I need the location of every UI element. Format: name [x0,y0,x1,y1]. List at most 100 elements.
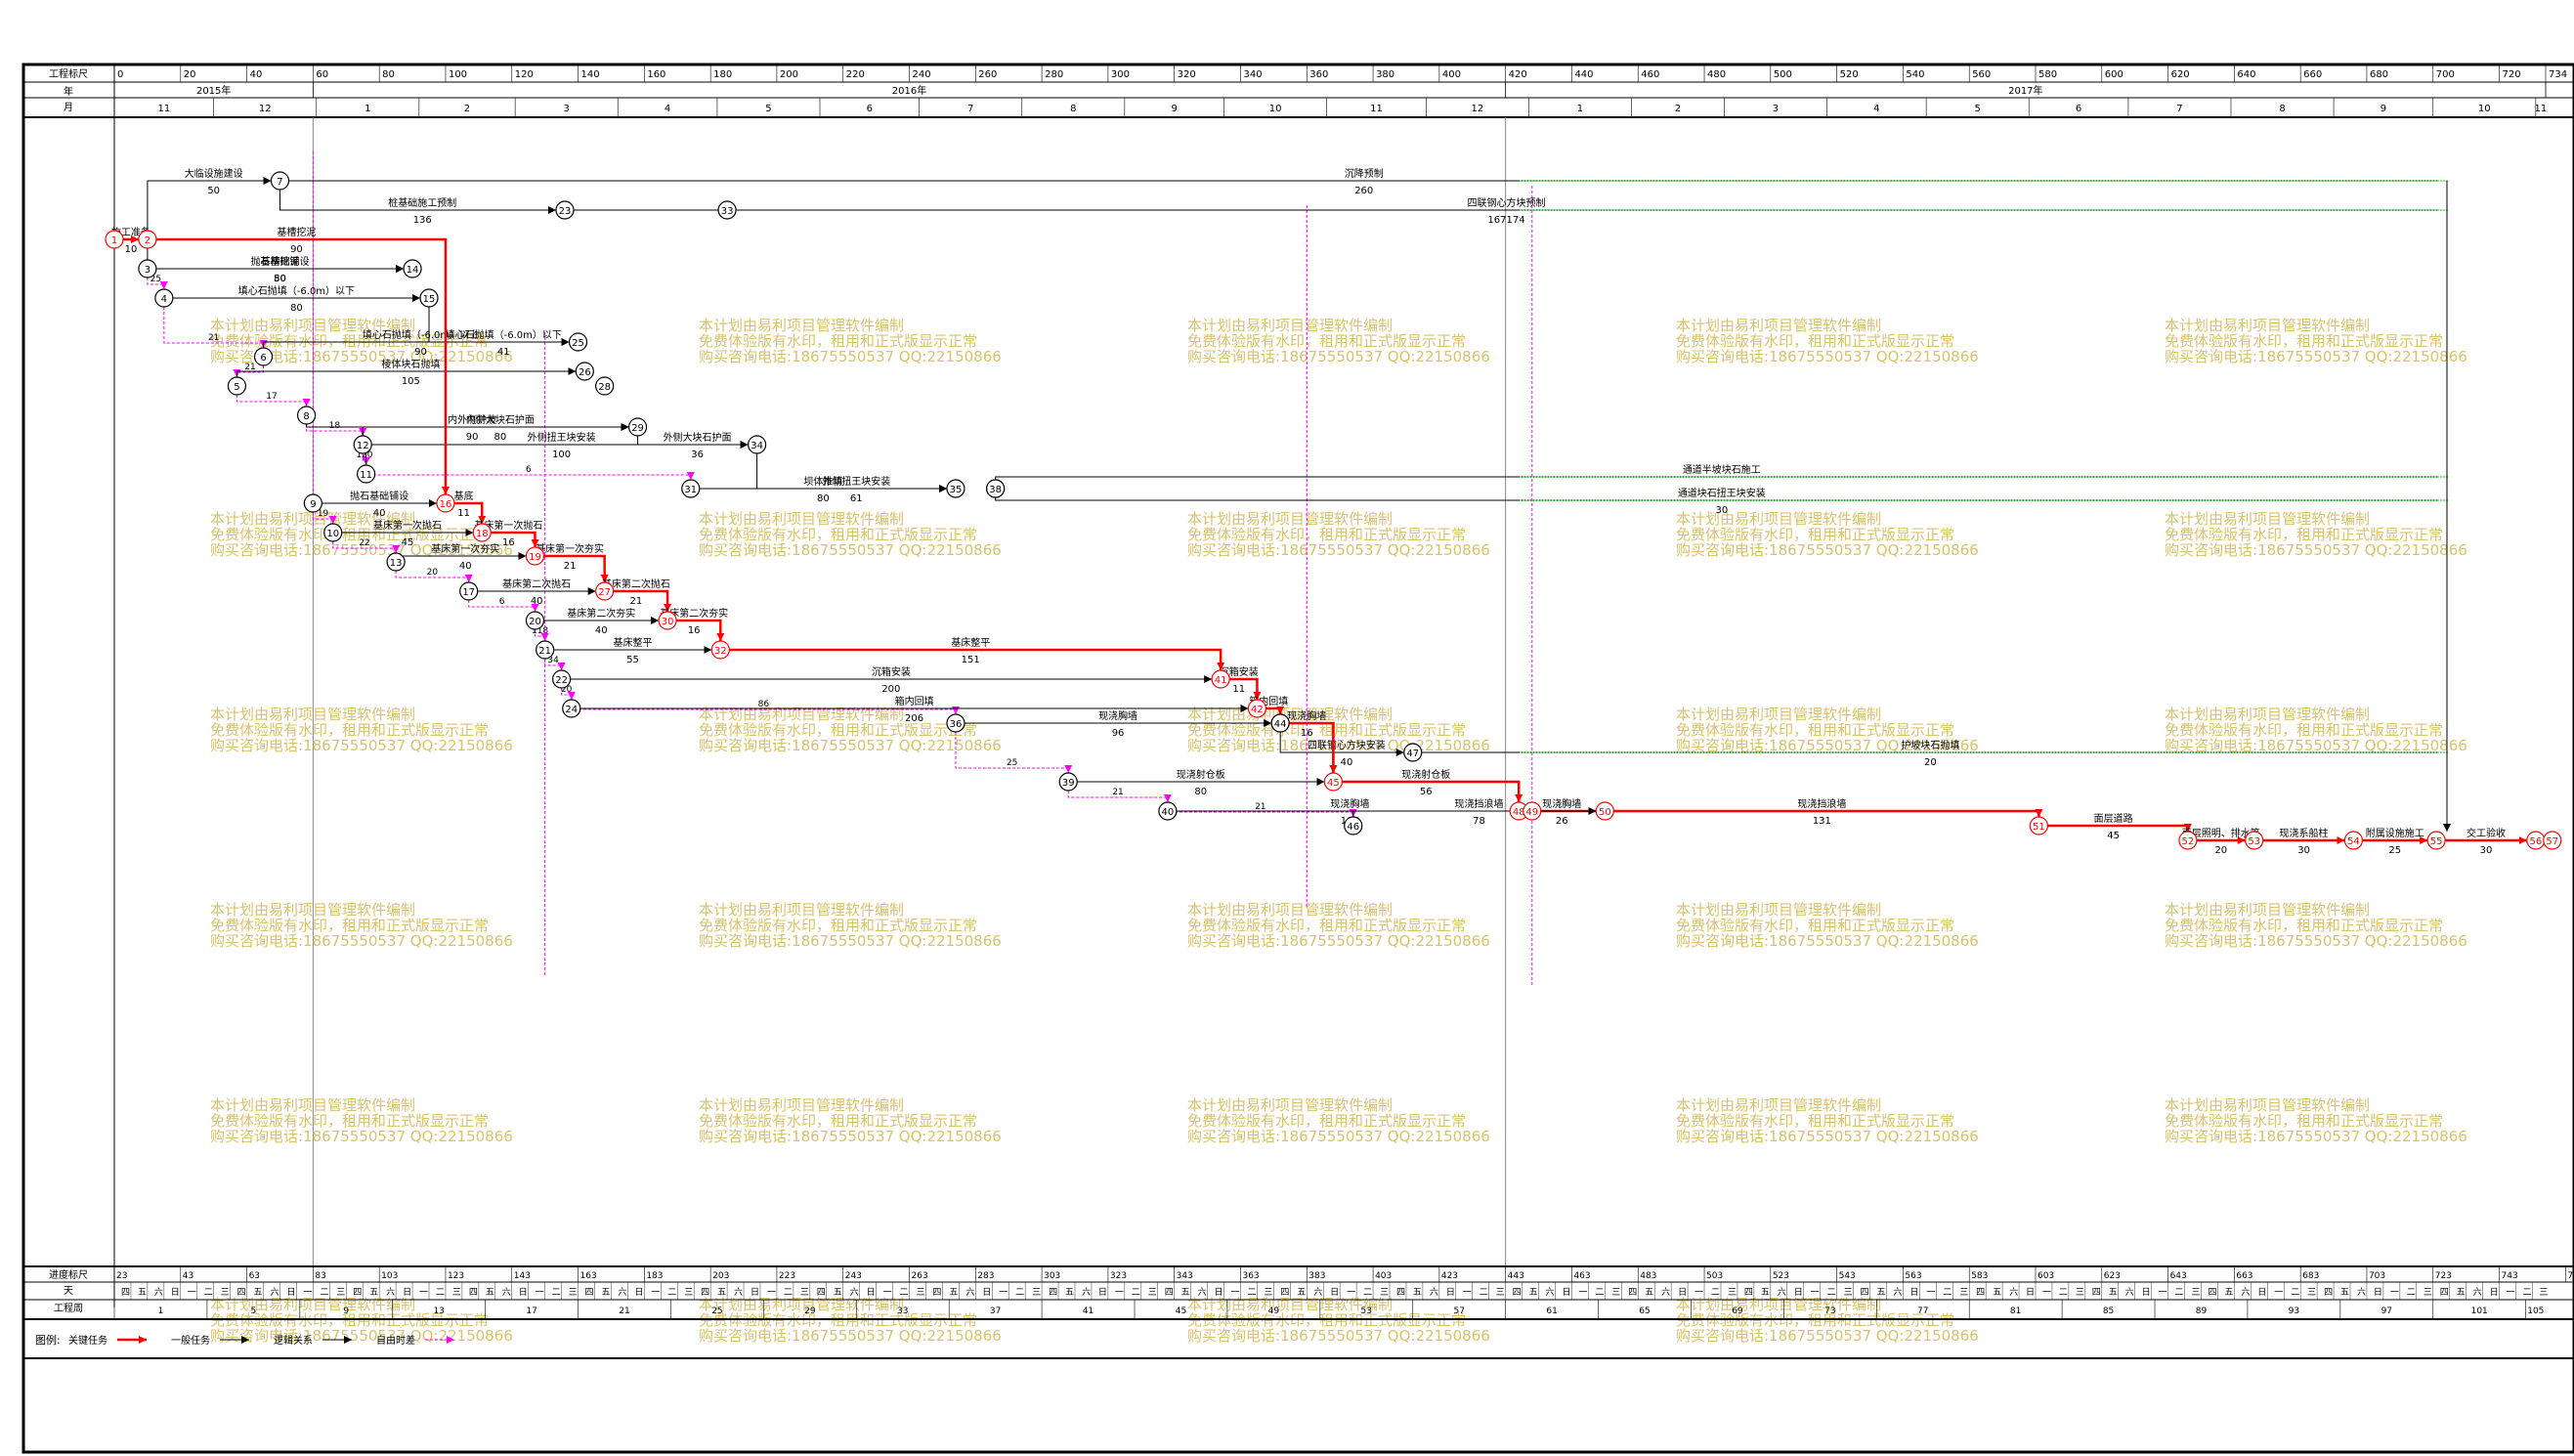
activity-name: 现浇射仓板 [1401,768,1450,781]
activity-duration: 200 [881,684,900,695]
watermark-line: 免费体验版有水印，租用和正式版显示正常 [699,332,977,350]
event-node [568,332,588,352]
progress-tick-label: 443 [1508,1271,1524,1281]
weekday-label: 一 [2390,1288,2399,1298]
event-node [627,417,648,437]
watermark-line: 免费体验版有水印，租用和正式版显示正常 [1187,721,1466,739]
weekday-label: 二 [667,1288,676,1298]
weekday-label: 六 [271,1286,279,1298]
weekday-label: 日 [751,1287,759,1298]
activity-name: 基槽挖泥 [260,255,299,268]
watermark: 本计划由易利项目管理软件编制免费体验版有水印，租用和正式版显示正常购买咨询电话:… [210,317,2467,1345]
activity-duration: 105 [402,376,420,387]
month-label: 3 [1773,104,1779,114]
activity-arrow [453,501,487,524]
float-label: 17 [266,392,277,402]
weekday-label: 五 [1993,1288,2001,1298]
weekday-label: 三 [1264,1288,1272,1298]
weekday-label: 二 [1595,1288,1604,1298]
event-node [2029,816,2048,835]
weekday-label: 六 [1082,1286,1091,1298]
scale-tick-label: 660 [2303,69,2322,80]
weekday-label: 六 [2357,1286,2366,1298]
weekday-label: 五 [1181,1288,1190,1298]
weekday-label: 六 [1893,1286,1902,1298]
event-node-label: 31 [684,485,697,495]
activity-duration: 21 [564,561,577,572]
event-node [357,464,376,484]
progress-tick-label: 523 [1773,1271,1789,1281]
event-node [1595,801,1614,821]
scale-tick-label: 140 [581,69,600,80]
activity-duration: 151 [962,655,980,665]
event-node-label: 49 [1525,807,1538,818]
month-label: 8 [2279,104,2285,114]
activity-name: 坝体推填 [803,475,842,488]
scale-tick-label: 620 [2171,69,2190,80]
progress-tick-label: 343 [1177,1271,1193,1281]
activity-duration: 56 [1420,787,1433,797]
event-node-label: 53 [2248,836,2260,847]
event-node-label: 4 [161,294,167,305]
scale-tick-label: 120 [515,69,534,80]
weekday-label: 三 [221,1288,230,1298]
event-node [419,288,439,308]
watermark-line: 购买咨询电话:18675550537 QQ:22150866 [699,1128,1002,1145]
weekday-label: 二 [320,1288,328,1298]
weekday-label: 六 [2009,1286,2018,1298]
scale-tick-label: 100 [449,69,467,80]
activity-duration: 40 [595,625,608,636]
float-connector [534,629,549,641]
event-node-label: 30 [662,617,674,627]
activity-arrow [147,177,272,231]
float-label: 20 [561,685,573,695]
scale-tick-label: 680 [2370,69,2388,80]
activity-duration: 61 [850,493,863,504]
activity-duration: 45 [2107,831,2120,841]
watermark-line: 本计划由易利项目管理软件编制 [1187,1096,1393,1114]
week-number: 49 [1268,1306,1280,1316]
event-node-label: 29 [631,423,644,434]
event-node [658,611,677,630]
float-label: 120 [356,450,372,460]
month-label: 6 [2076,104,2081,114]
event-node-label: 33 [721,206,734,217]
weekday-label: 四 [1744,1288,1753,1298]
watermark-line: 免费体验版有水印，租用和正式版显示正常 [1676,526,1954,543]
event-node-label: 42 [1251,705,1264,715]
scale-tick-label: 300 [1111,69,1130,80]
activity-arrow [1229,677,1262,700]
event-node-label: 1 [111,236,117,246]
event-node [681,479,701,498]
weekday-label: 五 [949,1288,958,1298]
weekday-label: 三 [1496,1288,1505,1298]
activity-arrow [491,531,539,547]
event-node [303,493,322,513]
watermark-line: 免费体验版有水印，租用和正式版显示正常 [699,721,977,739]
scale-tick-label: 500 [1774,69,1792,80]
activity-name: 四联钢心方块预制 [1467,196,1545,209]
event-node-label: 27 [598,587,611,598]
activity-name: 外侧扭王块安装 [528,431,596,444]
legend: 图例: 关键任务一般任务逻辑关系自由时差 [23,1333,2574,1359]
weekday-label: 六 [2125,1286,2134,1298]
progress-tick-label: 743 [2502,1271,2518,1281]
event-node-label: 28 [598,382,611,393]
weekday-label: 三 [2307,1288,2316,1298]
event-node [1323,772,1343,792]
event-node-label: 34 [751,441,763,451]
activity-name: 通道块石扭王块安装 [1678,487,1766,499]
watermark-line: 本计划由易利项目管理软件编制 [2165,1096,2370,1114]
weekday-label: 六 [1430,1286,1438,1298]
scale-tick-label: 260 [978,69,997,80]
month-label: 2 [1675,104,1681,114]
watermark-line: 本计划由易利项目管理软件编制 [699,510,904,528]
week-number: 5 [250,1306,256,1316]
month-label: 7 [967,104,973,114]
activity-duration: 80 [274,274,286,284]
month-label: 9 [1171,104,1177,114]
legend-item-label: 一般任务 [171,1334,210,1347]
watermark-line: 购买咨询电话:18675550537 QQ:22150866 [210,541,513,559]
week-number: 1 [158,1306,164,1316]
event-node-label: 32 [714,646,727,657]
